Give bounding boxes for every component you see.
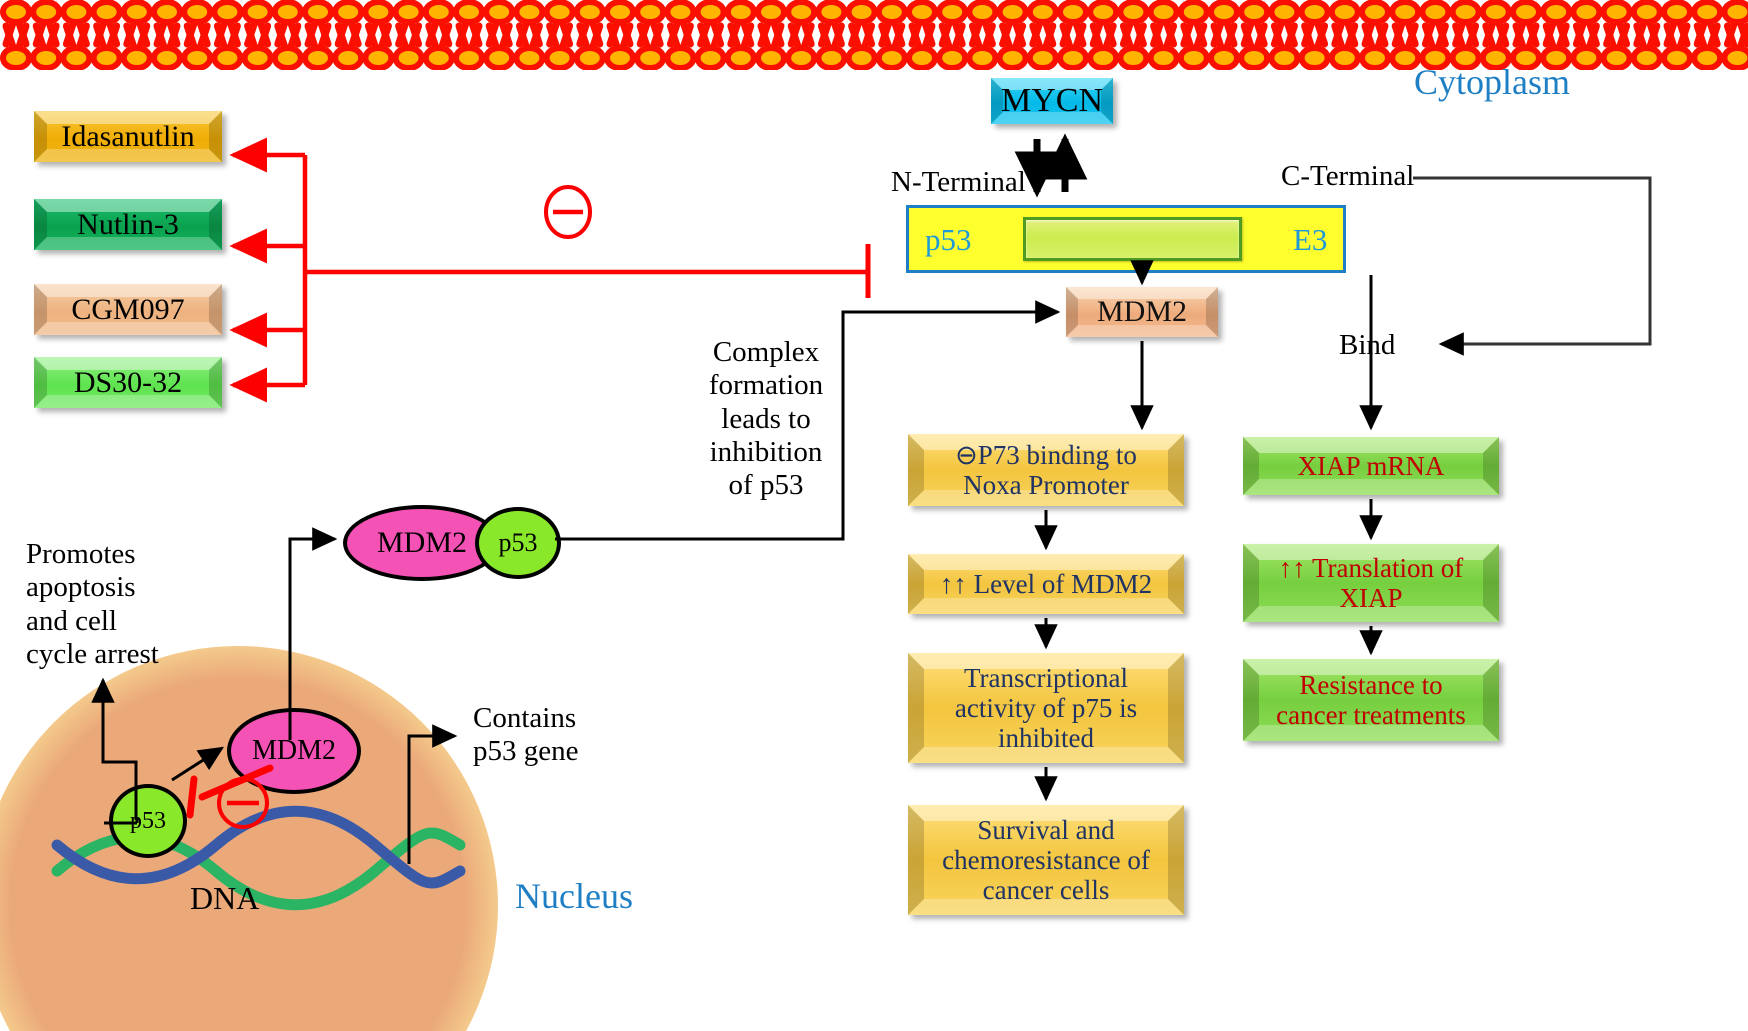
cterminal-bind-connector (1413, 176, 1652, 356)
cytoplasm-label: Cytoplasm (1414, 62, 1571, 102)
p53-protein-domain-bar: p53 E3 (906, 205, 1346, 273)
drug-label: DS30-32 (73, 365, 183, 399)
mdm2-box-label: MDM2 (1096, 295, 1187, 329)
complex-p53-label: p53 (498, 528, 538, 557)
drug-label: CGM097 (71, 292, 185, 326)
mycn-box[interactable]: MYCN (991, 78, 1113, 124)
inhibition-minus-icon-main (544, 185, 592, 239)
nuclear-mdm2-label: MDM2 (251, 735, 336, 766)
cell-membrane-bilayer (0, 0, 1748, 70)
bind-label: Bind (1339, 329, 1396, 361)
p53-domain-left-label: p53 (925, 222, 972, 257)
nuclear-p53-circle[interactable]: p53 (109, 784, 187, 858)
cascade-box-level-mdm2[interactable]: ↑↑ Level of MDM2 (908, 554, 1184, 614)
cascade-box-label: ↑↑ Level of MDM2 (939, 568, 1153, 599)
nuclear-p53-label: p53 (130, 807, 166, 834)
complex-mdm2-label: MDM2 (376, 526, 467, 559)
drug-box-idasanutlin[interactable]: Idasanutlin (34, 111, 222, 162)
p53-dna-binding-domain (1023, 217, 1242, 261)
drug-box-nutlin-3[interactable]: Nutlin-3 (34, 199, 222, 250)
mdm2-box[interactable]: MDM2 (1066, 287, 1218, 337)
mycn-p53-bidirectional-arrows (1014, 133, 1088, 198)
drug-box-ds30-32[interactable]: DS30-32 (34, 357, 222, 408)
drug-box-cgm097[interactable]: CGM097 (34, 284, 222, 335)
nuclear-mdm2-ellipse[interactable]: MDM2 (227, 708, 361, 794)
cascade-box-label: XIAP mRNA (1297, 450, 1445, 481)
complex-p53-circle[interactable]: p53 (475, 507, 561, 579)
c-terminal-label: C-Terminal (1281, 160, 1415, 192)
cascade-box-xiap-mrna[interactable]: XIAP mRNA (1243, 437, 1499, 495)
drug-label: Nutlin-3 (77, 207, 179, 241)
drug-label: Idasanutlin (61, 119, 195, 153)
n-terminal-label: N-Terminal (891, 166, 1026, 198)
mycn-label: MYCN (1000, 81, 1104, 119)
nucleus-label: Nucleus (515, 876, 633, 916)
dna-label: DNA (190, 880, 260, 916)
p53-domain-right-label: E3 (1293, 222, 1328, 257)
complex-mdm2-ellipse[interactable]: MDM2 (343, 505, 501, 581)
